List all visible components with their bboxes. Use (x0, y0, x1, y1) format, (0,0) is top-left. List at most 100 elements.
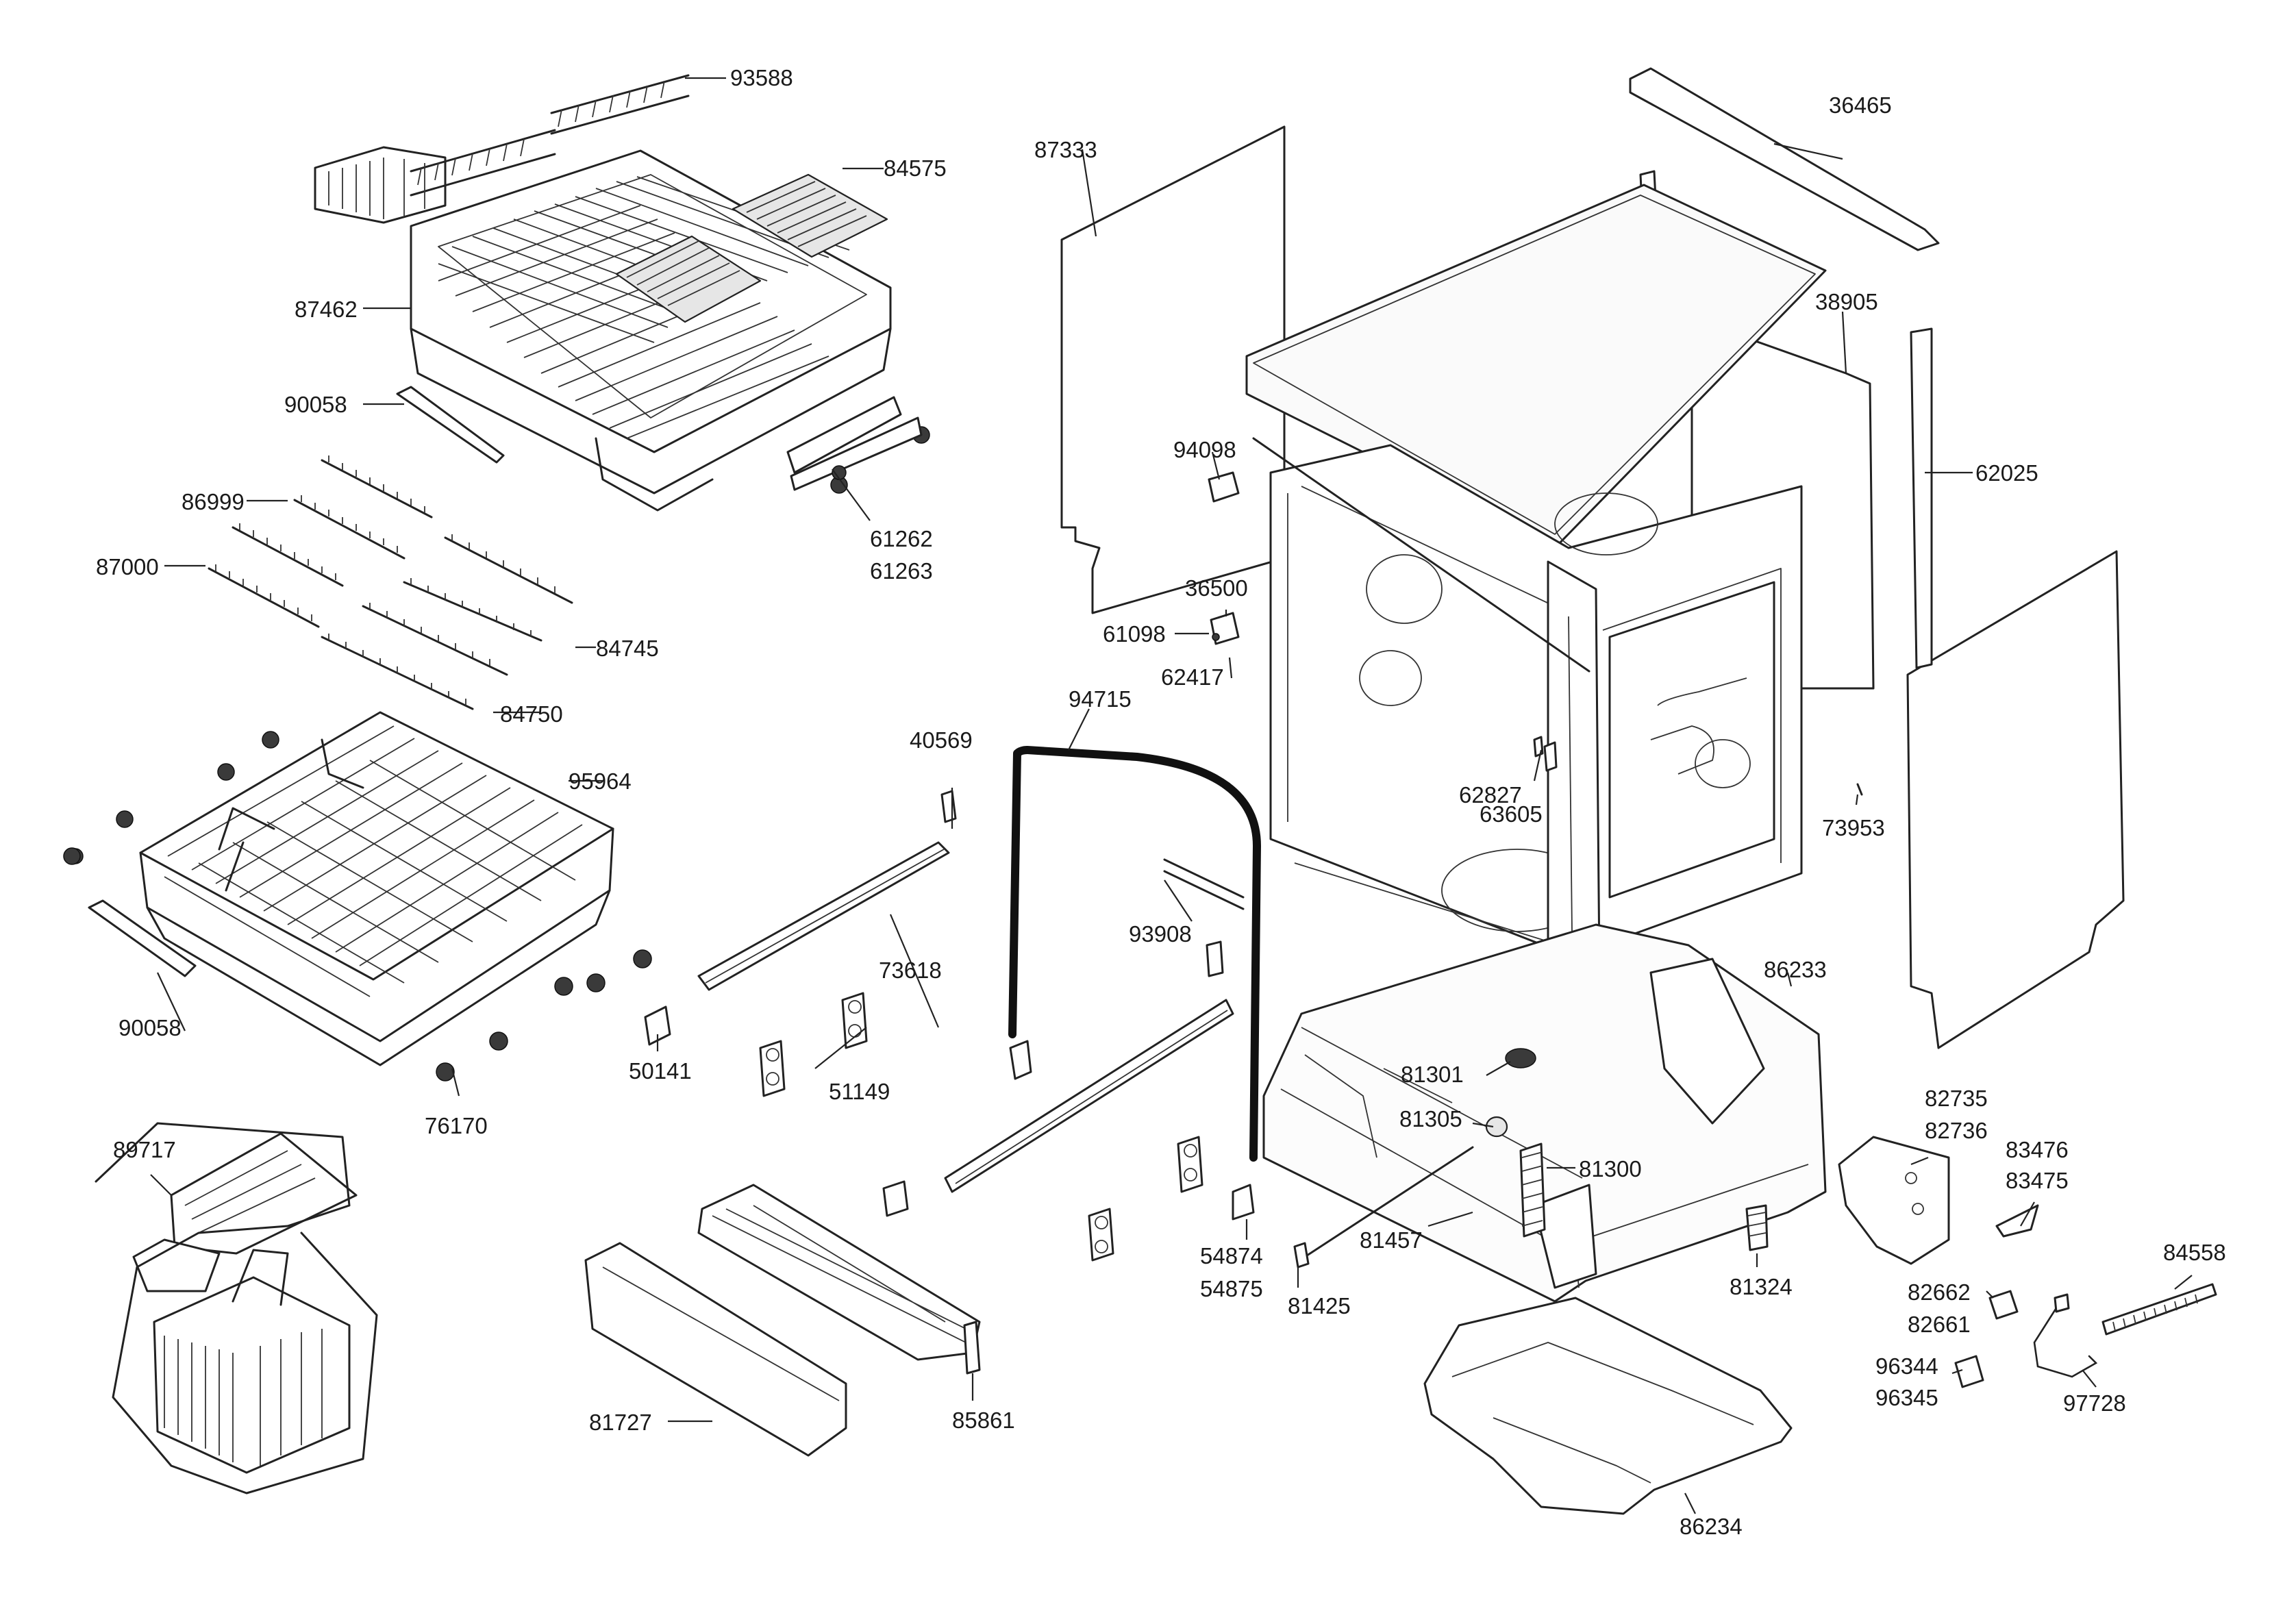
label-81305: 81305 (1399, 1106, 1462, 1132)
vertical-rail-62025 (1910, 327, 1933, 669)
label-61262: 61262 (870, 526, 933, 551)
lower-basket-95964 (67, 711, 614, 1066)
cable-81457 (1303, 1146, 1474, 1258)
foot-81324 (1745, 1204, 1769, 1251)
rail-lower (944, 999, 1234, 1193)
handle-90058-lower (88, 899, 197, 977)
label-83475: 83475 (2006, 1168, 2069, 1193)
hinge-bracket-54874 (1232, 1184, 1255, 1221)
cup-shelf-center (615, 235, 762, 323)
label-73618: 73618 (879, 958, 942, 983)
label-82736: 82736 (1925, 1118, 1988, 1143)
cup-shelf-84575 (732, 173, 888, 258)
part-82662 (1988, 1290, 2019, 1320)
label-38905: 38905 (1815, 289, 1878, 314)
label-82735: 82735 (1925, 1086, 1988, 1111)
label-93908: 93908 (1129, 921, 1192, 947)
label-36500: 36500 (1185, 575, 1248, 601)
part-81305 (1485, 1116, 1508, 1138)
label-81301: 81301 (1401, 1062, 1464, 1087)
label-85861: 85861 (952, 1408, 1015, 1433)
label-86234: 86234 (1680, 1514, 1743, 1539)
tine-rows-86999-87000-84745-84750 (208, 455, 573, 710)
label-84750: 84750 (500, 701, 563, 727)
label-81324: 81324 (1730, 1274, 1793, 1299)
pin-81425 (1293, 1242, 1310, 1268)
rail-73618 (697, 841, 950, 991)
label-84745: 84745 (596, 636, 659, 661)
label-96345: 96345 (1875, 1385, 1938, 1410)
label-62827: 62827 (1459, 782, 1522, 808)
label-54875: 54875 (1200, 1276, 1263, 1301)
sensor-62827 (1533, 736, 1558, 772)
label-50141: 50141 (629, 1058, 692, 1084)
label-86999: 86999 (182, 489, 245, 514)
label-94715: 94715 (1069, 686, 1132, 712)
label-93588: 93588 (730, 65, 793, 90)
cross-bar-94098 (1208, 437, 1590, 673)
label-76170: 76170 (425, 1113, 488, 1138)
label-90058: 90058 (284, 392, 347, 417)
tub-body (1245, 184, 1827, 967)
label-96344: 96344 (1875, 1353, 1938, 1379)
base-tray-86234 (1423, 1297, 1793, 1515)
label-36465: 36465 (1829, 92, 1892, 118)
bracket-83476 (1995, 1204, 2039, 1238)
label-86233: 86233 (1764, 957, 1827, 982)
label-61263: 61263 (870, 558, 933, 584)
label-63605: 63605 (1480, 801, 1543, 827)
roller-lower (1088, 1136, 1203, 1262)
label-87462: 87462 (295, 297, 358, 322)
clip-small (882, 1180, 909, 1217)
kickplate-81727 (584, 1242, 847, 1457)
motor-81301 (1505, 1048, 1536, 1068)
leader-lines (150, 77, 2193, 1514)
roller-51149 (759, 992, 868, 1097)
clip-36500 (1210, 612, 1240, 645)
cable-97728 (2033, 1293, 2098, 1378)
label-40569: 40569 (910, 727, 973, 753)
label-54874: 54874 (1200, 1243, 1263, 1268)
cutlery-basket-89717 (95, 1122, 378, 1495)
part-labels: 93588 84575 87462 90058 61262 61263 8699… (96, 65, 2226, 1539)
label-89717: 89717 (113, 1137, 176, 1162)
spring-81300 (1519, 1142, 1546, 1238)
label-82661: 82661 (1908, 1312, 1971, 1337)
label-51149: 51149 (829, 1079, 890, 1104)
label-83476: 83476 (2006, 1137, 2069, 1162)
tine-row-93588 (410, 74, 690, 197)
label-62417: 62417 (1161, 664, 1224, 690)
bracket-50141 (644, 1005, 671, 1046)
label-81457: 81457 (1360, 1227, 1423, 1253)
label-61098: 61098 (1103, 621, 1166, 647)
label-81425: 81425 (1288, 1293, 1351, 1318)
label-97728: 97728 (2063, 1390, 2126, 1416)
label-62025: 62025 (1975, 460, 2038, 486)
part-96344 (1954, 1355, 1984, 1388)
door-gasket-94715 (1008, 746, 1262, 1162)
label-94098: 94098 (1173, 437, 1236, 462)
label-73953: 73953 (1822, 815, 1885, 840)
door-frame-85861 (697, 1184, 981, 1375)
label-87333: 87333 (1034, 137, 1097, 162)
wheel-set-76170 (63, 847, 652, 1082)
base-frame-86233 (1262, 923, 1827, 1303)
label-84575: 84575 (884, 155, 947, 181)
flip-rack-left (314, 146, 447, 224)
label-81727: 81727 (589, 1410, 652, 1435)
label-95964: 95964 (569, 768, 632, 794)
label-90058: 90058 (118, 1015, 182, 1040)
label-82662: 82662 (1908, 1279, 1971, 1305)
handle-90058-upper (396, 386, 505, 464)
spring-84558 (2101, 1283, 2217, 1336)
rail-61262 (786, 396, 923, 491)
label-81300: 81300 (1579, 1156, 1642, 1182)
pin-73953 (1856, 783, 1863, 796)
seal-93908 (1163, 858, 1245, 977)
label-87000: 87000 (96, 554, 159, 579)
hinge-82735 (1838, 1136, 1950, 1265)
clip-40569 (940, 790, 957, 823)
side-panel-right (1906, 550, 2125, 1049)
label-84558: 84558 (2163, 1240, 2226, 1265)
